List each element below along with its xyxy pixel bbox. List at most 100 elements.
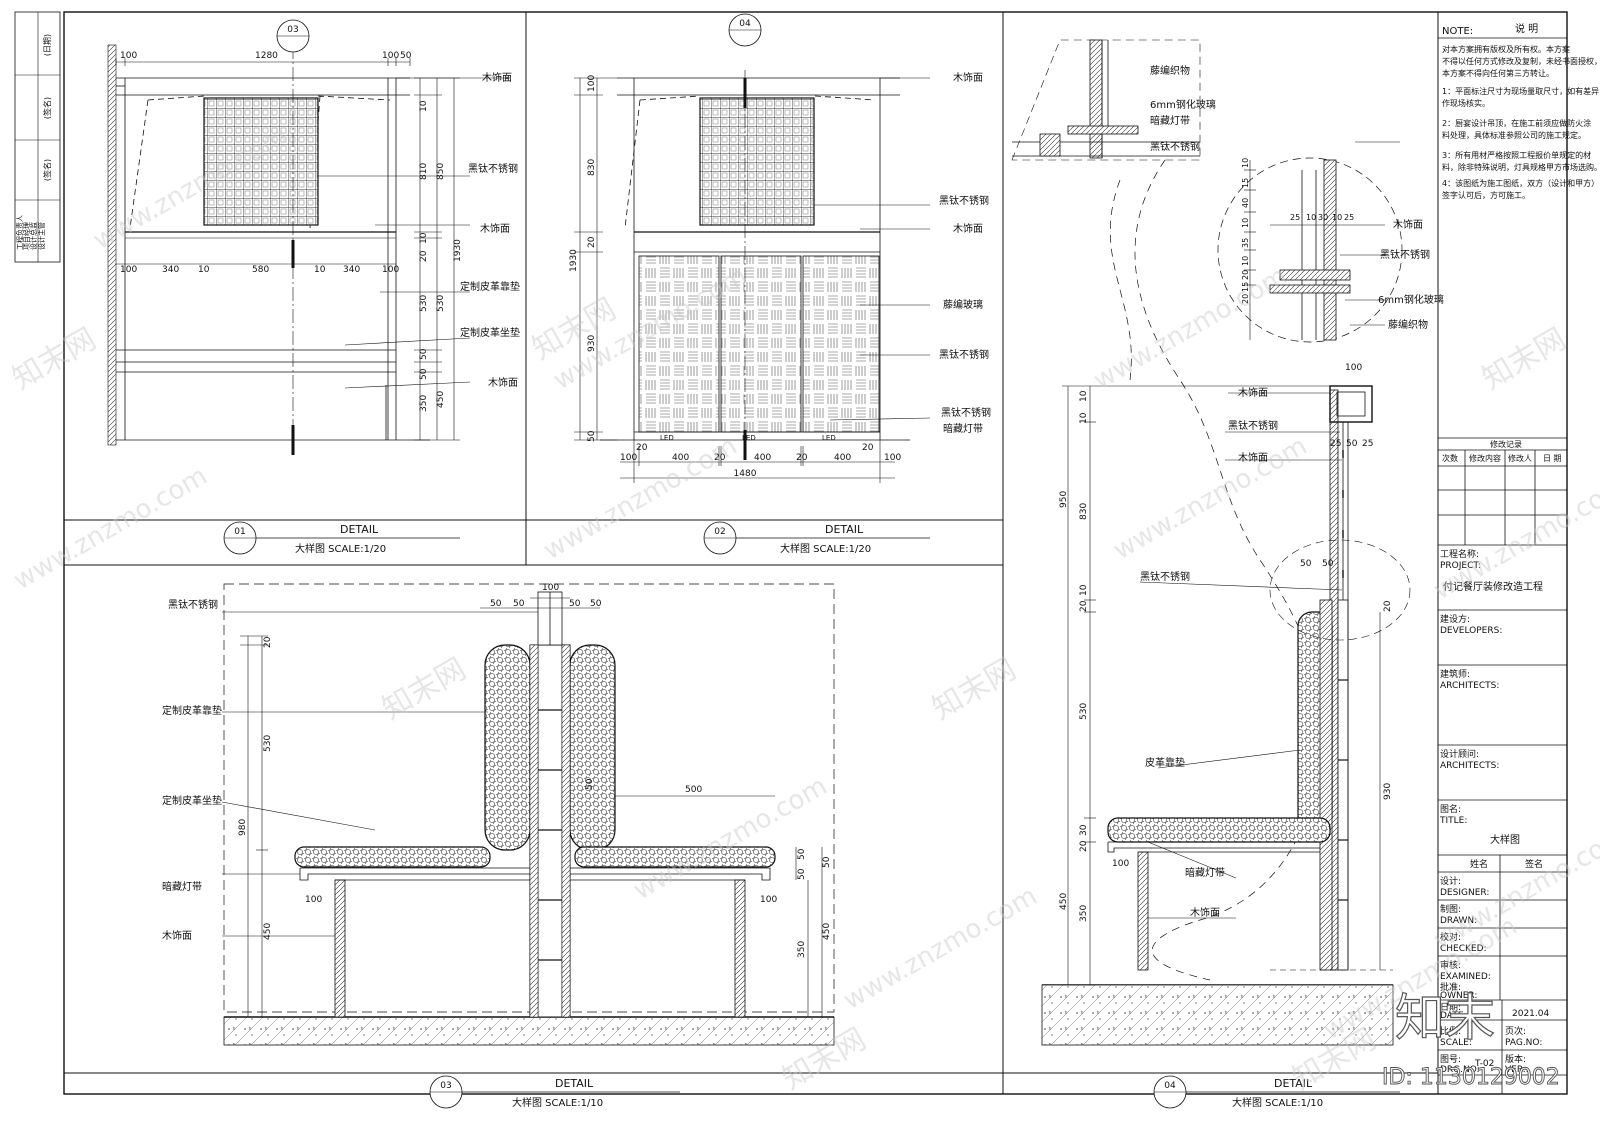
version-label: 版本: — [1505, 1053, 1526, 1065]
dim: 25 — [1362, 439, 1373, 449]
note-line: 料处理，具体标准参照公司的施工规定。 — [1442, 130, 1586, 140]
dim: 50 — [490, 599, 502, 609]
dim: 450 — [1059, 893, 1069, 910]
dim: 20 — [1079, 600, 1089, 612]
label: 定制皮革坐垫 — [162, 794, 222, 807]
watermark-brand: 知末网 — [7, 322, 102, 397]
dim: 10 — [1079, 412, 1089, 424]
dim: 1930 — [453, 239, 463, 262]
architect-label-en: ARCHITECTS: — [1440, 681, 1499, 691]
dim: 100 — [620, 453, 637, 463]
dim: 100 — [120, 265, 137, 275]
label: 6mm钢化玻璃 — [1378, 293, 1444, 306]
label: 黑钛不锈钢 — [939, 194, 989, 207]
dim: 10 — [314, 265, 326, 275]
dim: 50 — [419, 348, 429, 360]
label: 黑钛不锈钢 — [1228, 419, 1278, 432]
watermark-site: www.znzmo.com — [629, 771, 833, 906]
consultant-label-en: ARCHITECTS: — [1440, 761, 1499, 771]
dim: 450 — [436, 391, 446, 408]
left-strip-line: 设计总监 — [29, 222, 38, 250]
developer-label-en: DEVELOPERS: — [1440, 626, 1502, 636]
drawing-title: 大样图 — [1490, 833, 1520, 846]
dim: 1480 — [734, 469, 757, 479]
dim: 350 — [1079, 905, 1089, 922]
watermark-logo: 知末 — [1395, 989, 1495, 1047]
note-line: 1：平面标注尺寸为现场量取尺寸，如有差异， — [1442, 86, 1600, 96]
dim: 340 — [162, 265, 179, 275]
label: 藤编织物 — [1388, 318, 1428, 331]
detail-02-number: 02 — [714, 527, 725, 537]
dim: 100 — [120, 51, 137, 61]
label: 黑钛不锈钢 — [168, 598, 218, 611]
dim: 1930 — [569, 249, 579, 272]
dim: 530 — [263, 735, 273, 752]
note-line: 2：厨宴设计吊顶，在施工前须应做防火涂 — [1442, 118, 1591, 128]
note-line: 作现场核实。 — [1442, 98, 1490, 108]
drawing-no-label: 图号: — [1440, 1054, 1461, 1065]
label: 定制皮革靠垫 — [460, 280, 520, 293]
revision-header: 修改内容 — [1469, 453, 1501, 463]
architect-label: 建筑师: — [1440, 668, 1470, 680]
title-label: 图名: — [1440, 803, 1461, 815]
left-strip-label: (日期) — [43, 34, 52, 56]
watermark-site: www.znzmo.com — [1109, 431, 1313, 566]
dim: 50 — [797, 868, 807, 880]
dim: 10 — [1332, 213, 1342, 222]
dim: 100 — [382, 51, 399, 61]
label: 皮革靠垫 — [1145, 756, 1185, 769]
note-title: 说 明 — [1515, 22, 1538, 35]
label: 暗藏灯带 — [162, 880, 202, 893]
dim: 100 — [760, 895, 777, 905]
dim: 850 — [436, 163, 446, 180]
dim: 40 — [1241, 198, 1250, 208]
dim: 10 — [1306, 213, 1316, 222]
note-line: 4：该图纸为施工图纸，双方（设计和甲方） — [1442, 178, 1599, 188]
developer-label: 建设方: — [1440, 613, 1470, 625]
dim: 50 — [1322, 559, 1334, 569]
dim: 50 — [822, 856, 832, 868]
designer-label-en: DESIGNER: — [1440, 888, 1489, 898]
dim: 500 — [685, 785, 702, 795]
note-line: 本方案不得向任何第三方转让。 — [1442, 68, 1554, 78]
dim: 20 — [263, 636, 273, 648]
label: 暗藏灯带 — [1185, 866, 1225, 879]
watermark-brand: 知末网 — [377, 652, 472, 727]
detail-01 — [108, 45, 510, 455]
dim: 30 — [1318, 213, 1328, 222]
dim: 20 — [636, 443, 648, 453]
dim: 400 — [834, 453, 851, 463]
detail-03-marker: 03 — [440, 1081, 451, 1091]
detail-01-title: DETAIL — [340, 523, 379, 536]
revision-title: 修改记录 — [1490, 439, 1522, 449]
dim: 10 — [1241, 218, 1250, 228]
detail-01-number: 01 — [234, 527, 245, 537]
dim: 20 — [796, 453, 808, 463]
left-strip-label: (签名) — [42, 97, 52, 119]
dim: 830 — [587, 159, 597, 176]
label: 木饰面 — [953, 71, 983, 84]
dim: 100 — [382, 265, 399, 275]
dim: 20 — [1079, 840, 1089, 852]
watermark-site: www.znzmo.com — [839, 881, 1043, 1016]
label: 定制皮革坐垫 — [460, 326, 520, 339]
dim: 530 — [436, 295, 446, 312]
note-line: 不得以任何方式修改及复制，未经书面授权， — [1442, 56, 1600, 66]
dim: 400 — [754, 453, 771, 463]
detail-01-marker: 03 — [287, 25, 298, 35]
label: 木饰面 — [162, 929, 192, 942]
dim: 980 — [238, 819, 248, 836]
dim: 580 — [252, 265, 269, 275]
note-line: 料，除非特殊说明，灯具规格甲方市场选购。 — [1442, 162, 1600, 172]
dim: 100 — [587, 75, 597, 92]
dim: 10 — [1079, 390, 1089, 402]
dim: 10 — [419, 100, 429, 112]
revision-header: 修改人 — [1508, 453, 1532, 463]
dim: 450 — [822, 923, 832, 940]
note-label: NOTE: — [1442, 26, 1473, 37]
label: 木饰面 — [953, 222, 983, 235]
page-label: 页次: — [1505, 1025, 1526, 1037]
label: 暗藏灯带 — [1150, 114, 1190, 127]
dim: 30 — [1079, 824, 1089, 836]
date-value: 2021.04 — [1512, 1009, 1549, 1019]
